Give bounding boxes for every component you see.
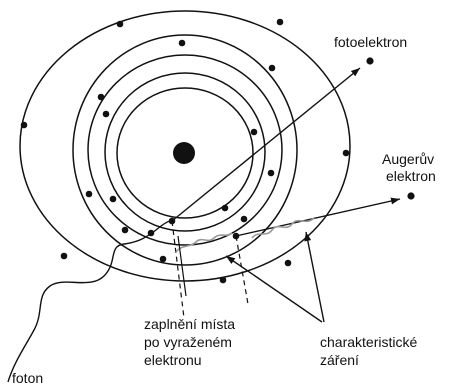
electron <box>220 277 227 284</box>
auger-label-line2: elektron <box>386 168 436 185</box>
electron <box>160 256 167 263</box>
photoelectron-label: fotoelektron <box>334 34 407 51</box>
nucleus <box>173 142 195 164</box>
auger-label-line1: Augerův <box>382 151 434 168</box>
electron <box>268 170 275 177</box>
filling-label-line1: zaplnění místa <box>144 316 235 333</box>
electron <box>269 65 276 72</box>
electron <box>122 227 129 234</box>
electron <box>179 40 186 47</box>
electron <box>241 216 248 223</box>
electron <box>222 205 229 212</box>
electrons <box>21 19 415 284</box>
electron <box>285 260 292 267</box>
electron <box>103 111 110 118</box>
characteristic-label-line2: záření <box>320 352 359 369</box>
electron <box>98 94 105 101</box>
photoelectron-track <box>172 68 360 221</box>
electron <box>110 196 117 203</box>
electron <box>117 21 124 28</box>
electron-ejected-auger <box>407 192 414 199</box>
electron <box>277 19 284 26</box>
electron <box>251 129 258 136</box>
photon-label: foton <box>12 370 43 387</box>
electron <box>61 253 68 260</box>
electron <box>343 150 350 157</box>
filling-label-line3: elektronu <box>144 352 202 369</box>
pointer-characteristic-2 <box>306 232 324 322</box>
electron <box>21 122 28 129</box>
electron <box>86 191 93 198</box>
electron-ejected-photo <box>366 57 373 64</box>
pointer-characteristic-1 <box>226 256 322 322</box>
filling-label-line2: po vyraženém <box>144 334 232 351</box>
auger-electron-track <box>236 199 400 236</box>
characteristic-label-line1: charakteristické <box>320 334 417 351</box>
